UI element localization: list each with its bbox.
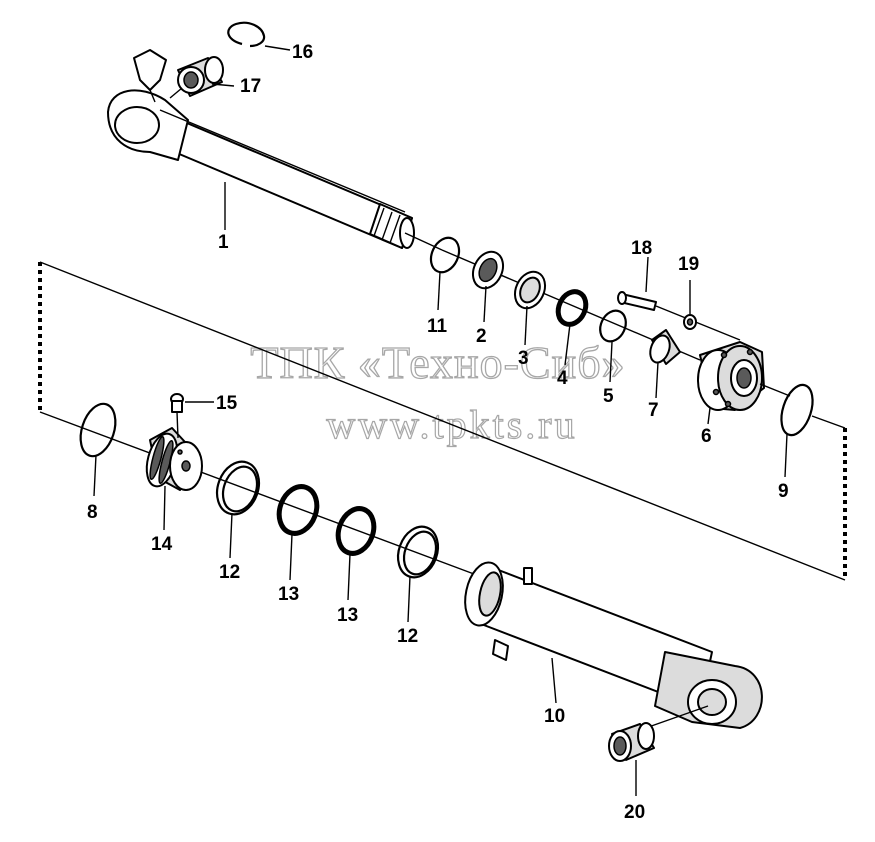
part-14-piston [145,427,203,491]
leader-lines [93,182,788,796]
label-part-7: 7 [648,400,659,421]
lower-axis [39,411,491,581]
label-part-13b: 13 [337,605,358,626]
part-10-cylinder-tube [464,561,763,731]
part-18-bolt [617,291,741,341]
label-part-1: 1 [218,232,229,253]
label-part-13a: 13 [278,584,299,605]
part-2-seal [471,250,505,290]
label-part-19: 19 [678,254,699,275]
label-part-16: 16 [292,42,313,63]
part-19-washer [683,314,697,330]
label-part-4: 4 [557,368,568,389]
part-3-seal [513,270,547,310]
watermark-company: ТПК «Техно-Сиб» [250,337,625,388]
label-part-6: 6 [701,426,712,447]
label-part-15: 15 [216,393,238,414]
part-5-ring [599,309,627,343]
part-15-screw [170,393,214,439]
assembly-line-top [39,261,846,581]
label-part-5: 5 [603,386,614,407]
part-labels: 1 2 3 4 5 6 7 8 9 10 11 12 12 13 13 14 1… [87,42,789,823]
part-17-bushing [169,56,235,99]
label-part-3: 3 [518,348,529,369]
part-6-cylinder-head [697,341,791,411]
label-part-20: 20 [624,802,645,823]
part-16-ring [227,21,291,51]
part-20-bushing [608,722,655,762]
part-13-ring-b [335,506,377,556]
part-4-seal [555,289,589,327]
label-part-2: 2 [476,326,487,347]
part-11-ring [429,236,461,274]
label-part-17: 17 [240,76,261,97]
part-7-bushing [649,329,681,365]
label-part-14: 14 [151,534,173,555]
piston-rod [107,49,443,251]
label-part-12b: 12 [397,626,418,647]
label-part-12a: 12 [219,562,240,583]
part-8-ring [79,402,117,458]
part-12-ring-a [215,460,261,516]
part-12-ring-b [396,525,440,579]
label-part-18: 18 [631,238,652,259]
label-part-8: 8 [87,502,98,523]
label-part-11: 11 [427,316,448,337]
label-part-9: 9 [778,481,789,502]
part-9-ring [780,383,846,437]
label-part-10: 10 [544,706,565,727]
part-13-ring-a [276,484,320,536]
